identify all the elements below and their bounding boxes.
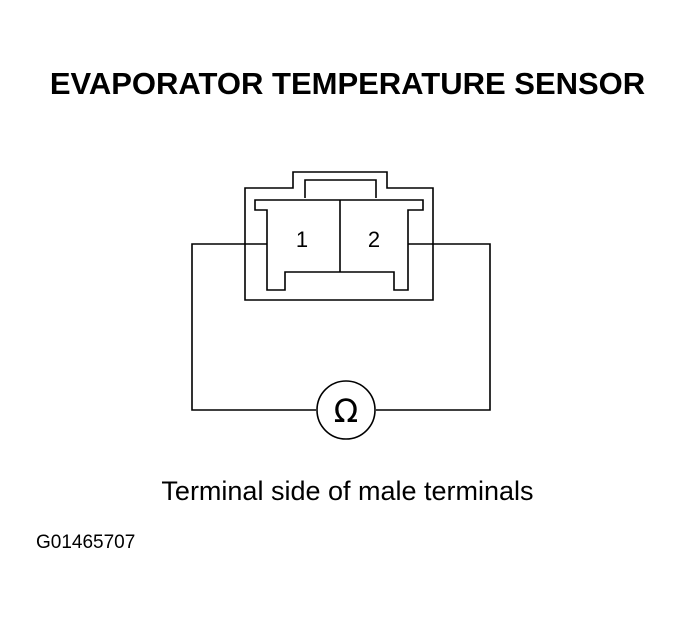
diagram-caption: Terminal side of male terminals: [161, 476, 534, 506]
figure-id: G01465707: [36, 532, 136, 553]
diagram-title: EVAPORATOR TEMPERATURE SENSOR: [49, 66, 646, 101]
terminal-2-label: 2: [368, 227, 380, 252]
wire-right: [376, 243, 491, 411]
connector-housing: [244, 171, 434, 301]
ohm-symbol-icon: Ω: [334, 392, 358, 430]
connector-latch: [304, 179, 377, 198]
connector-cavity: [254, 199, 424, 291]
terminal-1-label: 1: [296, 227, 308, 252]
ohmmeter-circle: [316, 380, 376, 440]
wire-left: [191, 243, 316, 411]
